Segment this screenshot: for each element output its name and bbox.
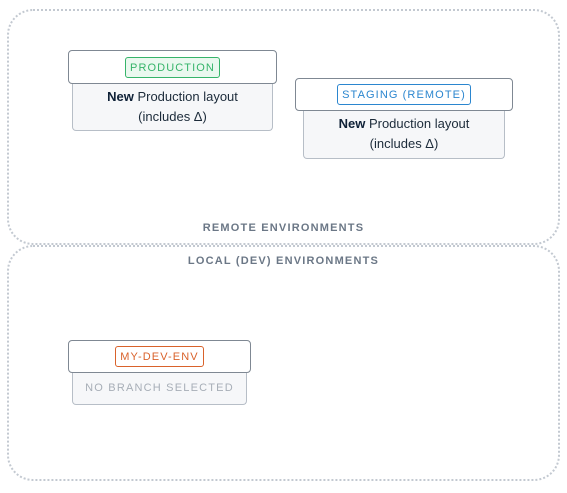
remote-environments-zone	[7, 9, 560, 245]
local-environments-zone	[7, 245, 560, 481]
branch-name-line1: New Production layout	[107, 87, 238, 107]
remote-environments-label: REMOTE ENVIRONMENTS	[202, 222, 365, 234]
branch-name-line1: New Production layout	[339, 114, 470, 134]
env-header-my-dev-env[interactable]: MY-DEV-ENV	[68, 340, 251, 373]
branch-box-production[interactable]: New Production layout (includes Δ)	[72, 83, 273, 131]
env-header-production[interactable]: PRODUCTION	[68, 50, 277, 84]
env-badge-staging: STAGING (REMOTE)	[337, 84, 471, 105]
env-badge-production: PRODUCTION	[125, 56, 220, 78]
branch-name-bold: New	[338, 116, 366, 131]
local-environments-label: LOCAL (DEV) ENVIRONMENTS	[187, 255, 380, 267]
branch-name-line2: (includes Δ)	[138, 108, 207, 124]
no-branch-selected-text: NO BRANCH SELECTED	[85, 382, 234, 394]
branch-name-text: Production layout	[365, 116, 470, 131]
branch-box-staging[interactable]: New Production layout (includes Δ)	[303, 110, 505, 159]
branch-name-bold: New	[107, 88, 134, 104]
env-header-staging[interactable]: STAGING (REMOTE)	[295, 78, 513, 111]
branch-name-line2: (includes Δ)	[369, 136, 439, 151]
env-badge-my-dev-env: MY-DEV-ENV	[115, 346, 204, 367]
branch-box-my-dev-env[interactable]: NO BRANCH SELECTED	[72, 372, 247, 405]
branch-name-text: Production layout	[133, 88, 238, 104]
